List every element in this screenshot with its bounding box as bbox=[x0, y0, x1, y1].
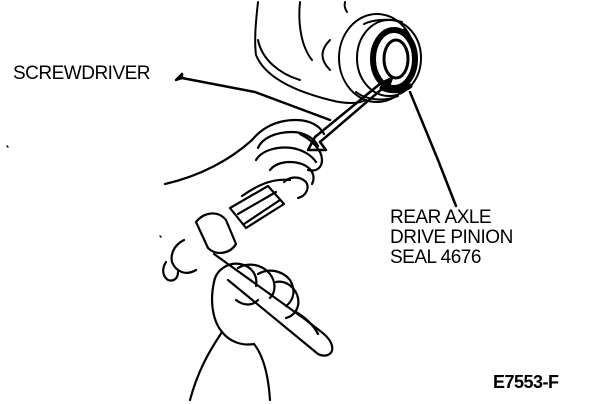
seal-label-line-2: DRIVE PINION bbox=[390, 227, 513, 248]
drive-pinion-seal bbox=[370, 27, 418, 94]
print-specks bbox=[6, 145, 162, 238]
leader-lines bbox=[174, 72, 458, 208]
axle-housing bbox=[254, 1, 367, 104]
upper-hand bbox=[163, 118, 326, 200]
seal-label: REAR AXLE DRIVE PINION SEAL 4676 bbox=[390, 208, 513, 268]
screwdriver bbox=[306, 76, 394, 152]
screwdriver-label: SCREWDRIVER bbox=[13, 63, 151, 84]
seal-label-line-3: SEAL 4676 bbox=[390, 247, 481, 268]
lower-hand bbox=[188, 262, 300, 402]
hammer bbox=[162, 184, 334, 357]
figure-code: E7553-F bbox=[493, 372, 559, 392]
seal-label-line-1: REAR AXLE bbox=[390, 207, 492, 228]
